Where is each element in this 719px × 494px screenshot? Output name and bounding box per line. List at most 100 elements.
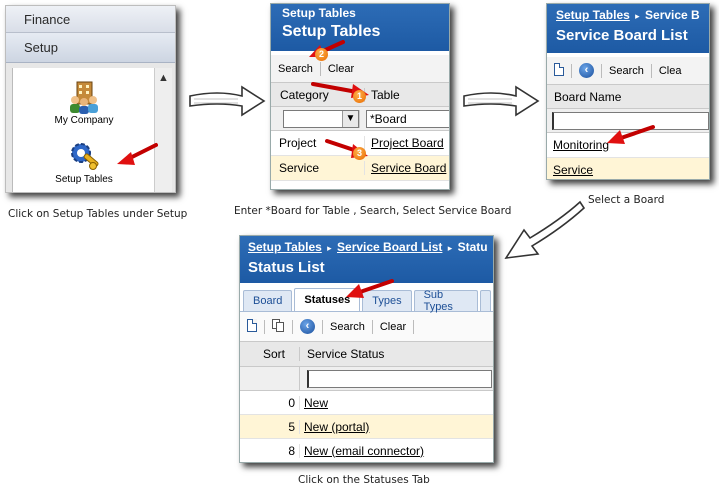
monitoring-board-link[interactable]: Monitoring <box>553 138 610 152</box>
page-title: Status List <box>248 259 325 276</box>
table-row[interactable]: 0 New <box>240 391 493 415</box>
vertical-scrollbar[interactable]: ▲ <box>154 68 172 192</box>
panel3-header: Setup Tables ▸ Service B Service Board L… <box>547 4 709 53</box>
panel4-toolbar: ‹ Search Clear <box>240 312 493 342</box>
toolbar-divider <box>371 319 373 334</box>
tab-sub-types[interactable]: Sub Types <box>413 289 479 313</box>
nav-item-setup[interactable]: Setup <box>6 33 175 63</box>
breadcrumb-current: Statu <box>457 240 488 254</box>
copy-icon[interactable] <box>265 318 292 335</box>
clear-button[interactable]: Clear <box>379 320 407 333</box>
breadcrumb-setup-tables[interactable]: Setup Tables <box>556 8 630 22</box>
col-table[interactable]: Table <box>371 87 400 102</box>
caption-step-4: Click on the Statuses Tab <box>298 474 430 486</box>
col-board-name[interactable]: Board Name <box>554 89 622 104</box>
my-company-label: My Company <box>54 115 114 126</box>
toolbar-divider <box>413 319 415 334</box>
breadcrumb-current: Service B <box>645 8 700 22</box>
page-title: Setup Tables <box>282 23 381 40</box>
table-filter-input[interactable]: *Board <box>366 109 449 128</box>
panel4-header: Setup Tables ▸ Service Board List ▸ Stat… <box>240 236 493 283</box>
setup-tables-panel: Setup Tables Setup Tables Search Clear C… <box>270 3 450 190</box>
status-list-panel: Setup Tables ▸ Service Board List ▸ Stat… <box>239 235 494 463</box>
company-people-icon <box>70 81 98 114</box>
tab-types[interactable]: Types <box>362 290 412 311</box>
tab-statuses[interactable]: Statuses <box>294 288 361 311</box>
new-document-icon[interactable] <box>240 318 264 335</box>
table-row[interactable]: Service Service Board <box>271 156 449 181</box>
toolbar-divider <box>319 61 321 76</box>
step-badge-3: 3 <box>353 147 366 160</box>
row-category: Project <box>271 136 365 150</box>
service-status-filter-input[interactable] <box>307 369 492 388</box>
status-link[interactable]: New <box>304 395 329 410</box>
category-filter-select[interactable]: ▼ <box>283 109 359 128</box>
clear-button[interactable]: Clea <box>658 64 682 77</box>
chevron-down-icon[interactable]: ▼ <box>342 110 358 127</box>
service-board-list-panel: Setup Tables ▸ Service B Service Board L… <box>546 3 710 180</box>
board-name-filter-input[interactable] <box>552 111 709 130</box>
step-badge-1: 1 <box>353 90 366 103</box>
scroll-up-icon[interactable]: ▲ <box>158 72 169 84</box>
breadcrumb: Setup Tables ▸ Service Board List ▸ Stat… <box>248 236 493 254</box>
gear-wrench-icon <box>71 143 99 170</box>
col-sort[interactable]: Sort <box>240 347 300 361</box>
page-title: Service Board List <box>556 27 688 44</box>
toolbar-divider <box>322 319 323 334</box>
new-document-icon[interactable] <box>547 62 571 79</box>
breadcrumb-service-board-list[interactable]: Service Board List <box>337 240 443 254</box>
col-category[interactable]: Category <box>271 87 365 102</box>
project-board-link[interactable]: Project Board <box>371 136 444 150</box>
service-board-link[interactable]: Service Board <box>371 161 447 175</box>
caption-step-2: Enter *Board for Table , Search, Select … <box>234 205 512 217</box>
panel2-header: Setup Tables Setup Tables <box>271 4 449 51</box>
back-icon[interactable]: ‹ <box>572 63 601 78</box>
toolbar-divider <box>650 63 652 78</box>
flow-arrow-right-icon <box>189 85 266 117</box>
toolbar-divider <box>264 319 265 334</box>
breadcrumb-setup-tables[interactable]: Setup Tables <box>248 240 322 254</box>
status-link[interactable]: New (email connector) <box>304 443 425 458</box>
table-row[interactable]: Service <box>547 158 709 179</box>
column-headers: Board Name <box>547 85 709 109</box>
filter-row <box>240 366 493 391</box>
flow-arrow-right-icon <box>463 85 540 117</box>
tab-bar: Board Statuses Types Sub Types <box>240 283 493 313</box>
row-sort: 5 <box>240 419 300 434</box>
step-badge-2: 2 <box>315 48 328 61</box>
my-company-item[interactable]: My Company <box>13 80 155 126</box>
column-headers: Sort Service Status <box>240 342 493 367</box>
row-category: Service <box>271 161 365 175</box>
breadcrumb-separator-icon: ▸ <box>635 11 640 21</box>
setup-menu-panel: Finance Setup My Company Setup Tables <box>5 5 176 193</box>
filter-row: ▼ *Board <box>271 107 449 131</box>
row-sort: 8 <box>240 443 300 458</box>
table-row[interactable]: 8 New (email connector) <box>240 439 493 462</box>
toolbar-divider <box>571 63 572 78</box>
col-service-status[interactable]: Service Status <box>307 347 385 361</box>
panel2-toolbar: Search Clear <box>271 55 449 83</box>
setup-icons-area: My Company Setup Tables <box>12 68 155 192</box>
service-board-link[interactable]: Service <box>553 163 594 177</box>
search-button[interactable]: Search <box>278 62 313 75</box>
toolbar-divider <box>292 319 293 334</box>
tab-more[interactable] <box>480 290 491 311</box>
breadcrumb: Setup Tables ▸ Service B <box>556 4 709 22</box>
clear-button[interactable]: Clear <box>327 62 355 75</box>
setup-tables-item[interactable]: Setup Tables <box>13 138 155 185</box>
back-icon[interactable]: ‹ <box>293 319 322 334</box>
caption-step-3: Select a Board <box>588 194 665 206</box>
status-link[interactable]: New (portal) <box>304 419 370 434</box>
nav-item-finance[interactable]: Finance <box>6 6 175 33</box>
tab-board[interactable]: Board <box>243 290 293 311</box>
setup-tables-label: Setup Tables <box>55 174 113 185</box>
search-button[interactable]: Search <box>609 64 644 77</box>
table-row[interactable]: 5 New (portal) <box>240 415 493 439</box>
search-button[interactable]: Search <box>330 320 365 333</box>
flow-arrow-down-left-icon <box>504 200 586 260</box>
row-sort: 0 <box>240 395 300 410</box>
toolbar-divider <box>601 63 602 78</box>
panel3-toolbar: ‹ Search Clea <box>547 57 709 85</box>
table-row[interactable]: Monitoring <box>547 133 709 158</box>
header-small-title: Setup Tables <box>282 6 356 20</box>
